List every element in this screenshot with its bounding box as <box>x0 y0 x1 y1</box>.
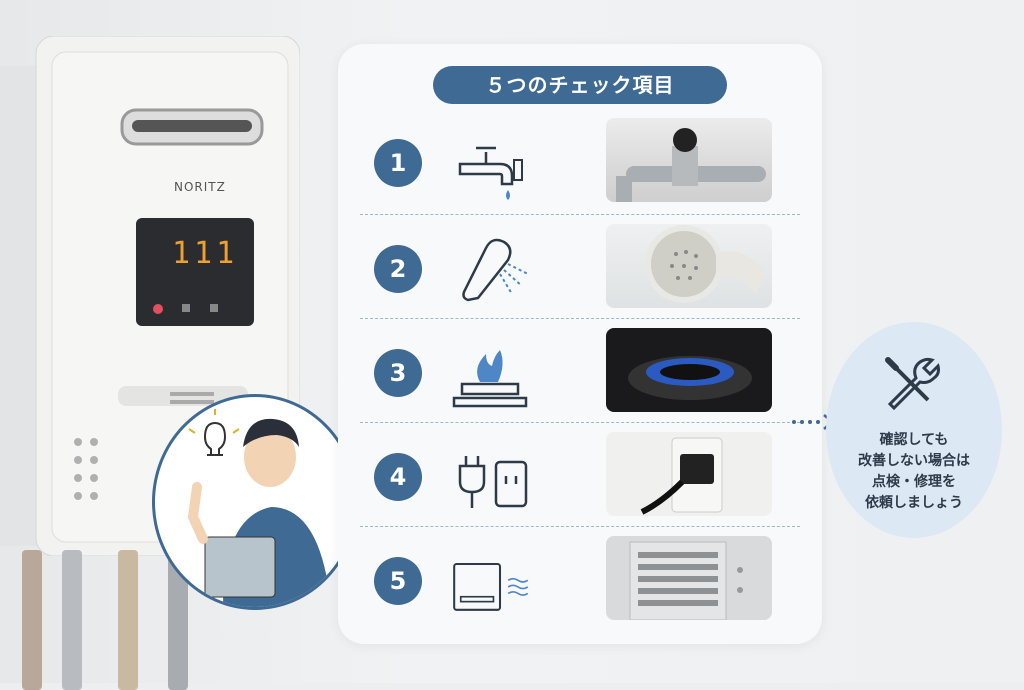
advice-line: 点検・修理を <box>872 474 956 490</box>
item-number: 2 <box>374 245 422 293</box>
item-number: 3 <box>374 349 422 397</box>
brand-label: NORITZ <box>174 180 226 194</box>
checklist-item-5: 5 <box>360 530 800 630</box>
advice-line: 改善しない場合は <box>858 453 970 469</box>
heater-display: 111 <box>172 236 239 271</box>
power-outlet-photo <box>606 432 772 516</box>
pipe <box>118 550 138 690</box>
pipe <box>62 550 82 690</box>
item-number: 5 <box>374 557 422 605</box>
row-divider <box>360 214 800 215</box>
gas-stove-flame-icon <box>452 350 528 408</box>
power-plug-outlet-icon <box>458 456 528 508</box>
checklist-item-4: 4 <box>360 426 800 526</box>
advice-bubble <box>826 322 1002 538</box>
pipe <box>22 550 42 690</box>
advice-line: 依頼しましょう <box>865 495 963 511</box>
person-illustration <box>152 394 358 610</box>
checklist-item-2: 2 <box>360 218 800 318</box>
shower-head-photo <box>606 224 772 308</box>
advice-line: 確認しても <box>879 432 949 448</box>
item-number: 4 <box>374 453 422 501</box>
wrench-screwdriver-icon <box>885 357 940 411</box>
checklist-title: ５つのチェック項目 <box>433 66 727 104</box>
checklist-item-3: 3 <box>360 322 800 422</box>
water-heater-image <box>0 36 300 556</box>
checklist-item-1: 1 <box>360 112 800 212</box>
gas-burner-photo <box>606 328 772 412</box>
row-divider <box>360 526 800 527</box>
advice-text: 確認しても 改善しない場合は 点検・修理を 依頼しましょう <box>826 430 1002 514</box>
water-valve-photo <box>606 118 772 202</box>
person-thinking-icon <box>187 409 331 607</box>
row-divider <box>360 318 800 319</box>
vent-exhaust-icon <box>453 562 529 611</box>
pipe <box>168 550 188 690</box>
faucet-icon <box>458 146 523 200</box>
row-divider <box>360 422 800 423</box>
shower-head-icon <box>462 238 529 302</box>
item-number: 1 <box>374 139 422 187</box>
vent-louver-photo <box>606 536 772 620</box>
